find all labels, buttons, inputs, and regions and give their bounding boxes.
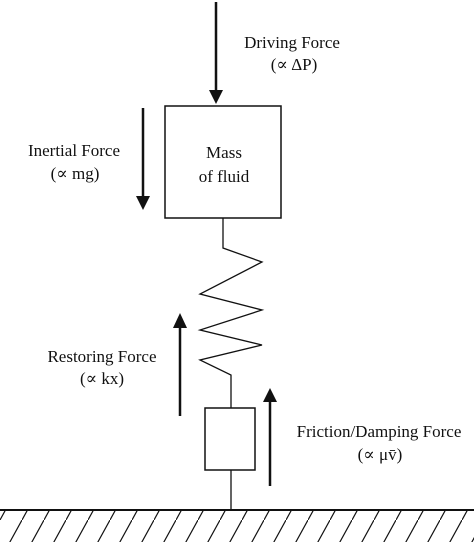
inertial-force-formula: (∝ mg) [51,164,100,183]
ground [0,509,474,542]
inertial-force-arrow [136,108,150,210]
driving-force-label: Driving Force [244,33,340,52]
damper-box [204,407,256,471]
friction-force-arrow [263,388,277,486]
driving-force-arrow [209,2,223,104]
mass-label-line1: Mass [206,143,242,162]
mass-box [164,105,282,219]
friction-force-label: Friction/Damping Force [297,422,462,441]
mass-label-line2: of fluid [199,167,250,186]
restoring-force-formula: (∝ kx) [80,369,124,388]
driving-force-formula: (∝ ΔP) [271,55,318,74]
spring [197,218,265,408]
restoring-force-label: Restoring Force [47,347,156,366]
inertial-force-label: Inertial Force [28,141,120,160]
friction-force-formula: (∝ μv̄) [358,445,403,464]
restoring-force-arrow [173,313,187,416]
